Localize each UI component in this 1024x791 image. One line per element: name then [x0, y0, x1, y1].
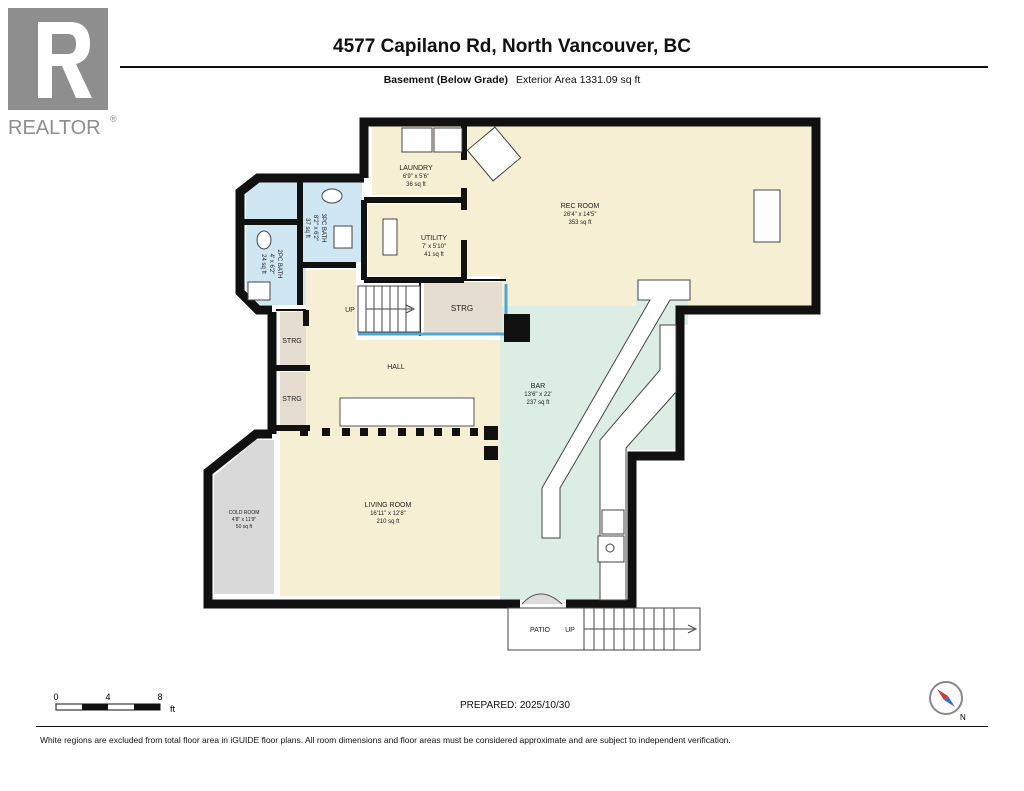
hall-label: HALL	[387, 364, 405, 371]
scale-bar: 0 4 8 ft	[40, 690, 200, 720]
patio-label: PATIO	[530, 627, 551, 634]
patio-stair-up-label: UP	[565, 627, 575, 634]
strg-main-area	[424, 282, 502, 335]
scale-tick-4: 4	[105, 692, 110, 702]
floor-subtitle: Basement (Below Grade) Exterior Area 1331…	[0, 74, 1024, 86]
bath3-dims: 8'2" x 6'2"	[312, 215, 318, 241]
bath2-dims: 4' x 6'2"	[268, 254, 274, 275]
strg-lower-label: STRG	[282, 396, 301, 403]
scale-tick-8: 8	[157, 692, 162, 702]
cold-room-label: COLD ROOM	[229, 510, 260, 516]
utility-label: UTILITY	[421, 235, 447, 242]
laundry-label: LAUNDRY	[399, 165, 433, 172]
living-room-label: LIVING ROOM	[365, 502, 412, 509]
living-room-area	[280, 440, 500, 596]
disclaimer-text: White regions are excluded from total fl…	[40, 735, 731, 745]
property-address-title: 4577 Capilano Rd, North Vancouver, BC	[333, 36, 691, 57]
strg-upper-label: STRG	[282, 338, 301, 345]
living-room-area-text: 210 sq ft	[376, 519, 399, 525]
cold-room-area	[214, 440, 274, 594]
strg-main-label: STRG	[451, 304, 473, 313]
bar-area-text: 237 sq ft	[526, 400, 549, 406]
living-room-dims: 16'11" x 12'8"	[370, 511, 406, 517]
cold-room-dims: 4'8" x 11'9"	[232, 517, 256, 523]
utility-area-text: 41 sq ft	[424, 252, 444, 258]
rec-room-dims: 26'4" x 14'5"	[564, 212, 597, 218]
laundry-dims: 6'9" x 5'6"	[403, 174, 429, 180]
realtor-logo-text: REALTOR	[8, 117, 101, 138]
rec-room-area-text: 353 sq ft	[568, 220, 591, 226]
prepared-date: PREPARED: 2025/10/30	[460, 700, 570, 711]
bath2-area-text: 24 sq ft	[260, 254, 266, 274]
compass-icon: N	[924, 676, 974, 726]
header-divider	[120, 66, 988, 68]
scale-unit: ft	[170, 704, 176, 714]
bath-area	[246, 178, 362, 305]
scale-tick-0: 0	[53, 692, 58, 702]
exterior-area-label: Exterior Area 1331.09 sq ft	[515, 74, 641, 86]
bath2-label: 2PC BATH	[276, 250, 282, 279]
registered-mark: ®	[110, 114, 117, 124]
rec-room-label: REC ROOM	[561, 203, 600, 210]
bar-label: BAR	[531, 383, 545, 390]
bath3-label: 3PC BATH	[320, 214, 326, 243]
laundry-area-text: 36 sq ft	[406, 182, 426, 188]
main-stair-up-label: UP	[345, 307, 355, 314]
floor-level-label: Basement (Below Grade)	[383, 74, 508, 86]
footer-divider	[36, 726, 988, 727]
compass-north-label: N	[960, 713, 966, 722]
bath3-area-text: 37 sq ft	[304, 218, 310, 238]
utility-dims: 7' x 5'10"	[422, 244, 446, 250]
realtor-logo: REALTOR ®	[8, 8, 120, 139]
rec-room-area	[460, 125, 812, 306]
strg-upper-area	[280, 312, 306, 366]
bar-dims: 13'6" x 22'	[524, 392, 551, 398]
cold-room-area-text: 50 sq ft	[236, 524, 253, 530]
strg-lower-area	[280, 372, 306, 425]
